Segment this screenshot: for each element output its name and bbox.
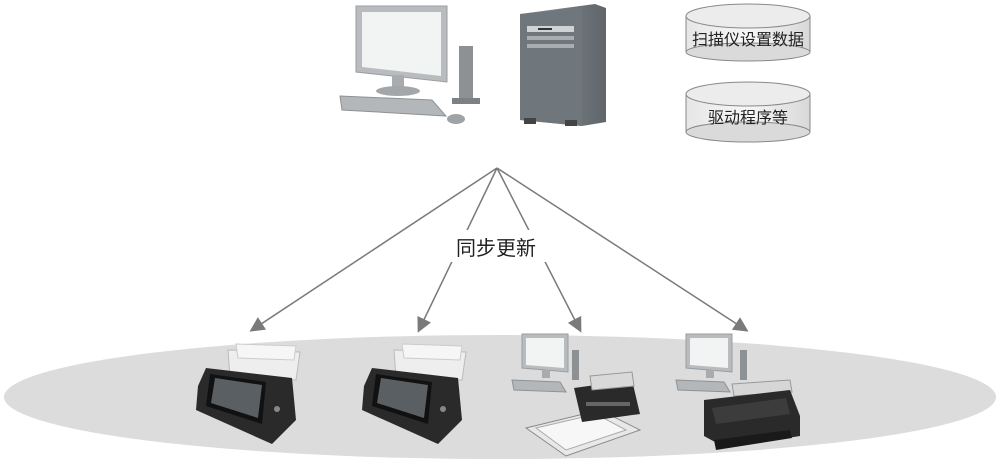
- network-scanner-icon-2: [362, 343, 467, 444]
- network-ellipse: [4, 335, 996, 459]
- network-scanner-icon-1: [196, 343, 301, 444]
- storage-label-drivers: 驱动程序等: [708, 108, 788, 127]
- pc-flatbed-scanner-icon: [511, 333, 642, 457]
- pc-desktop-scanner-icon: [675, 333, 800, 450]
- storage-label-settings: 扫描仪设置数据: [692, 30, 804, 49]
- server-tower-icon: [520, 4, 606, 126]
- arrow-to-scanner-1: [249, 167, 498, 332]
- arrow-to-scanner-4: [496, 167, 749, 332]
- storage-cylinder-drivers: 驱动程序等: [685, 81, 811, 143]
- sync-update-label: 同步更新: [456, 236, 536, 260]
- storage-cylinder-settings: 扫描仪设置数据: [685, 3, 811, 62]
- desktop-computer-icon: [339, 5, 480, 124]
